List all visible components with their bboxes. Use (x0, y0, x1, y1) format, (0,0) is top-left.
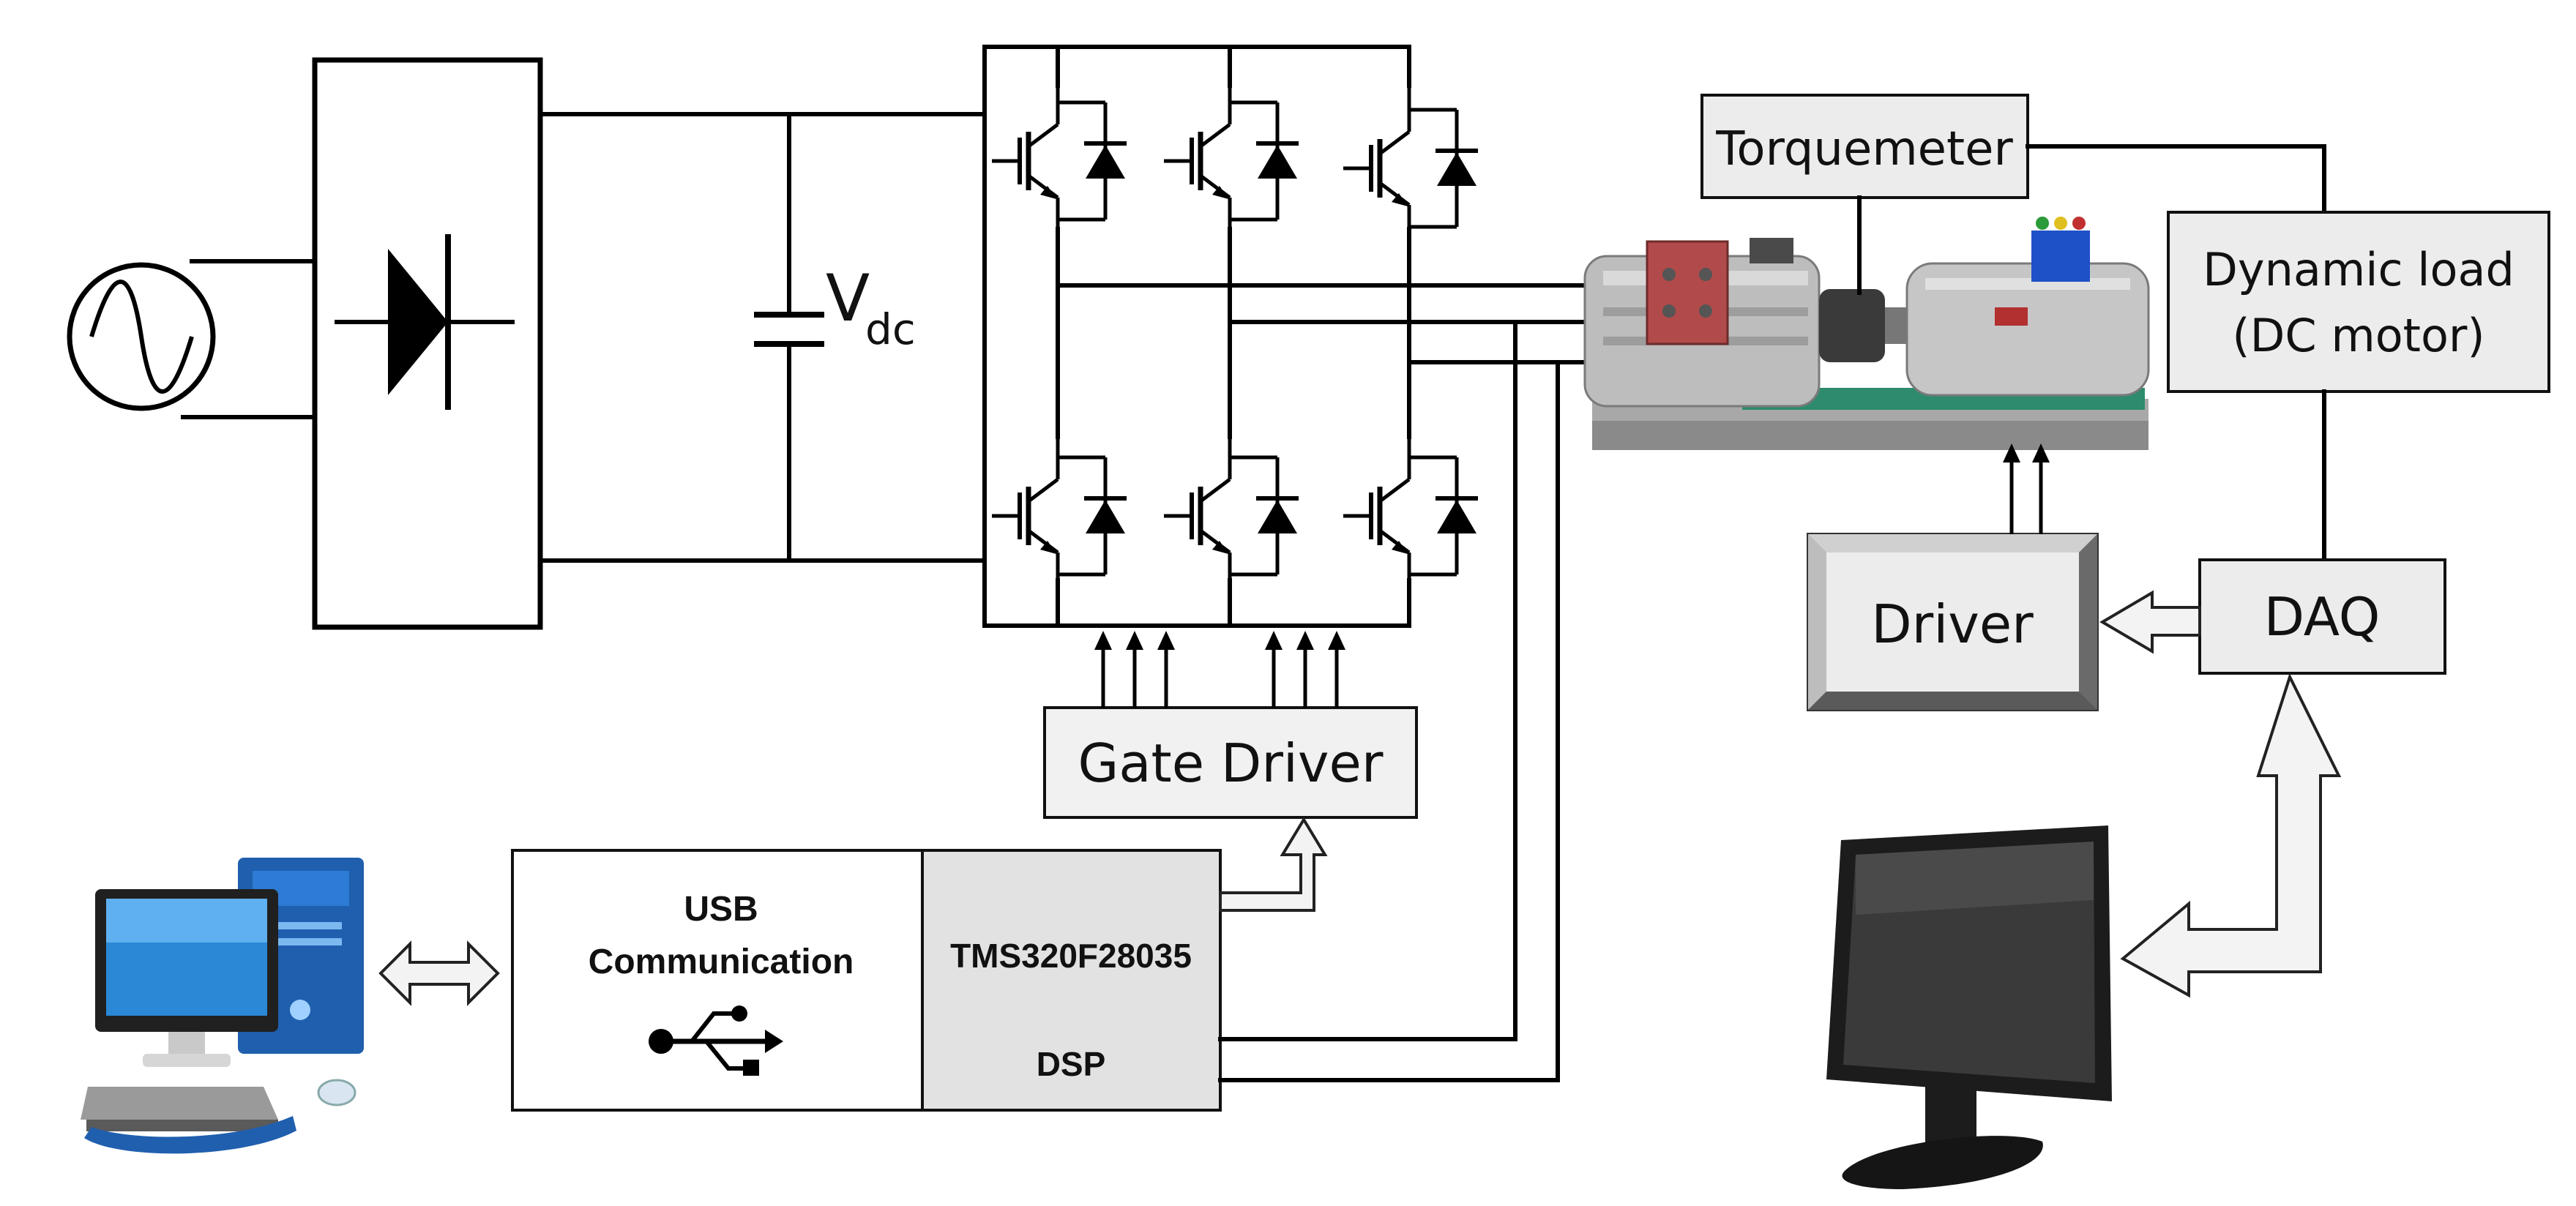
gate-driver: Gate Driver (1043, 631, 1418, 819)
ac-source (67, 259, 317, 419)
dsp-block: TMS320F28035 DSP (921, 849, 1222, 1112)
dc-link: V dc (538, 112, 987, 563)
inverter-bridge (982, 45, 1587, 628)
igbt-switch-icon (988, 80, 1478, 596)
dynamic-load-label: Dynamic load (2203, 243, 2515, 296)
usb-label: USB (684, 890, 758, 929)
dsp-model-label: TMS320F28035 (950, 937, 1192, 975)
usb-symbol-icon (649, 1005, 783, 1076)
diode-icon (388, 249, 448, 395)
gate-driver-label: Gate Driver (1078, 733, 1384, 794)
sine-wave-source-icon (89, 280, 194, 394)
torquemeter-label: Torquemeter (1715, 122, 2013, 176)
daq-to-driver-arrow (2099, 590, 2201, 654)
communication-label: Communication (589, 943, 854, 981)
dynamic-load-block: Dynamic load (DC motor) (2167, 211, 2550, 562)
driver-block: Driver (1807, 443, 2099, 711)
dsp-label: DSP (1037, 1045, 1106, 1083)
driver-label: Driver (1871, 593, 2034, 655)
vdc-subscript: dc (865, 304, 916, 354)
daq-label: DAQ (2264, 586, 2381, 648)
daq-monitor-arrow (2120, 673, 2342, 998)
motor-test-bench-icon (1583, 217, 2150, 450)
dc-motor-label: (DC motor) (2232, 309, 2484, 362)
daq-block: DAQ (2198, 558, 2446, 675)
pc-usb-double-arrow (378, 940, 500, 1006)
desktop-computer-icon (81, 858, 364, 1154)
vdc-label: V (826, 261, 870, 336)
usb-communication-block: USB Communication (511, 849, 924, 1112)
gate-signal-arrows (1094, 631, 1345, 708)
current-feedback-wires (1218, 320, 1560, 1082)
dsp-to-gate-driver-arrow (1219, 817, 1328, 912)
torquemeter-block: Torquemeter (1700, 94, 2326, 295)
driver-to-motor-arrows (2003, 443, 2050, 534)
lcd-monitor-icon (1826, 825, 2112, 1189)
rectifier (312, 57, 543, 630)
